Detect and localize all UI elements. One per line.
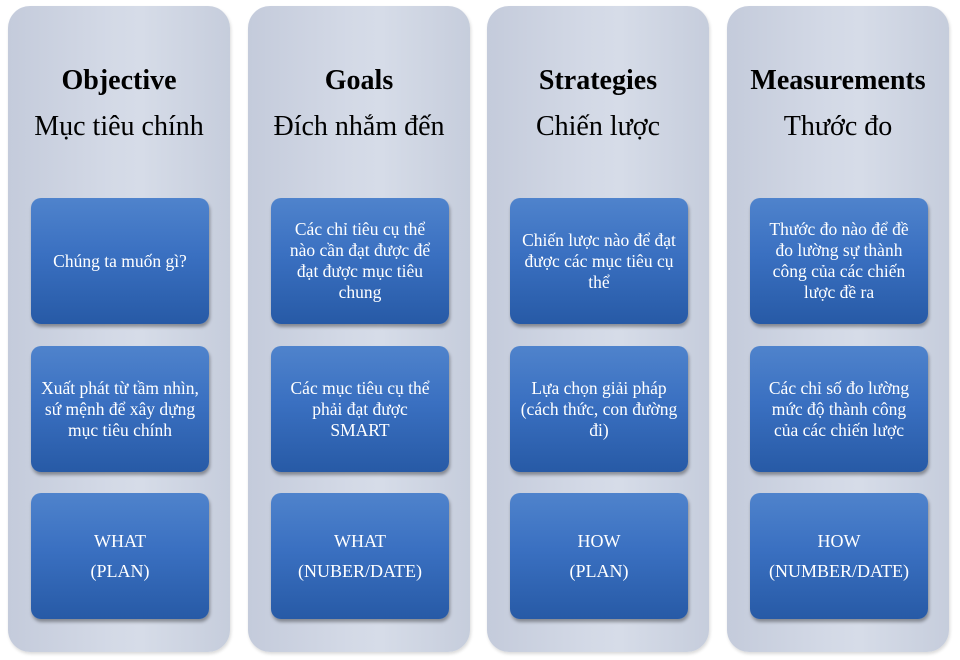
column-goals: Goals Đích nhắm đến Các chỉ tiêu cụ thể … — [248, 6, 470, 652]
column-title: Measurements — [750, 65, 926, 96]
description-text: Xuất phát từ tầm nhìn, sứ mệnh để xây dự… — [41, 377, 199, 440]
column-objective: Objective Mục tiêu chính Chúng ta muốn g… — [8, 6, 230, 652]
description-box: Xuất phát từ tầm nhìn, sứ mệnh để xây dự… — [31, 346, 209, 472]
type-detail: (PLAN) — [90, 561, 150, 581]
column-title: Strategies — [538, 65, 658, 96]
type-label: WHAT — [334, 531, 386, 551]
type-detail: (NUMBER/DATE) — [769, 561, 909, 581]
question-text: Chiến lược nào để đạt được các mục tiêu … — [522, 229, 676, 292]
column-title: Objective — [61, 65, 177, 96]
question-text: Chúng ta muốn gì? — [53, 250, 187, 271]
type-box: WHAT (NUBER/DATE) — [271, 493, 449, 619]
question-text: Thước đo nào để đề đo lường sự thành côn… — [769, 219, 909, 302]
question-box: Các chỉ tiêu cụ thể nào cần đạt được để … — [271, 198, 449, 324]
column-subtitle: Chiến lược — [535, 111, 661, 142]
question-box: Chúng ta muốn gì? — [31, 198, 209, 324]
column-subtitle: Đích nhắm đến — [273, 111, 445, 142]
column-strategies: Strategies Chiến lược Chiến lược nào để … — [487, 6, 709, 652]
description-box: Lựa chọn giải pháp (cách thức, con đường… — [510, 346, 688, 472]
type-box: HOW (NUMBER/DATE) — [750, 493, 928, 619]
type-detail: (PLAN) — [569, 561, 629, 581]
description-box: Các mục tiêu cụ thể phải đạt được SMART — [271, 346, 449, 472]
type-label: HOW — [817, 531, 861, 551]
question-text: Các chỉ tiêu cụ thể nào cần đạt được để … — [289, 219, 431, 302]
type-box: HOW (PLAN) — [510, 493, 688, 619]
column-measurements: Measurements Thước đo Thước đo nào để đề… — [727, 6, 949, 652]
question-box: Chiến lược nào để đạt được các mục tiêu … — [510, 198, 688, 324]
description-text: Lựa chọn giải pháp (cách thức, con đường… — [520, 377, 678, 440]
column-title: Goals — [324, 65, 394, 96]
column-subtitle: Thước đo — [783, 111, 893, 142]
type-label: HOW — [577, 531, 621, 551]
description-box: Các chỉ số đo lường mức độ thành công củ… — [750, 346, 928, 472]
question-box: Thước đo nào để đề đo lường sự thành côn… — [750, 198, 928, 324]
description-text: Các chỉ số đo lường mức độ thành công củ… — [768, 377, 910, 440]
type-detail: (NUBER/DATE) — [298, 561, 422, 581]
description-text: Các mục tiêu cụ thể phải đạt được SMART — [290, 377, 430, 440]
column-subtitle: Mục tiêu chính — [34, 111, 204, 142]
type-box: WHAT (PLAN) — [31, 493, 209, 619]
type-label: WHAT — [94, 531, 146, 551]
